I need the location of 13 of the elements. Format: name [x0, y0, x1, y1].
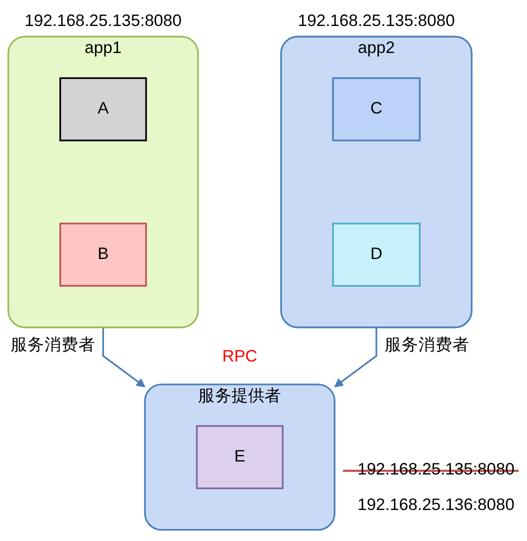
arrow: [334, 327, 378, 388]
address-label: 192.168.25.136:8080: [357, 494, 514, 514]
role-caption: 服务消费者: [384, 335, 470, 354]
component-box: A: [59, 77, 147, 142]
arrow: [102, 327, 146, 388]
address-label: 192.168.25.135:8080: [298, 11, 455, 30]
component-box: D: [332, 222, 421, 287]
role-caption: 服务消费者: [10, 335, 96, 354]
protocol-label: RPC: [222, 346, 258, 366]
component-box: B: [59, 222, 147, 287]
component-box: C: [332, 77, 421, 142]
address-label: 192.168.25.135:8080: [24, 11, 182, 30]
component-box: E: [196, 425, 284, 490]
